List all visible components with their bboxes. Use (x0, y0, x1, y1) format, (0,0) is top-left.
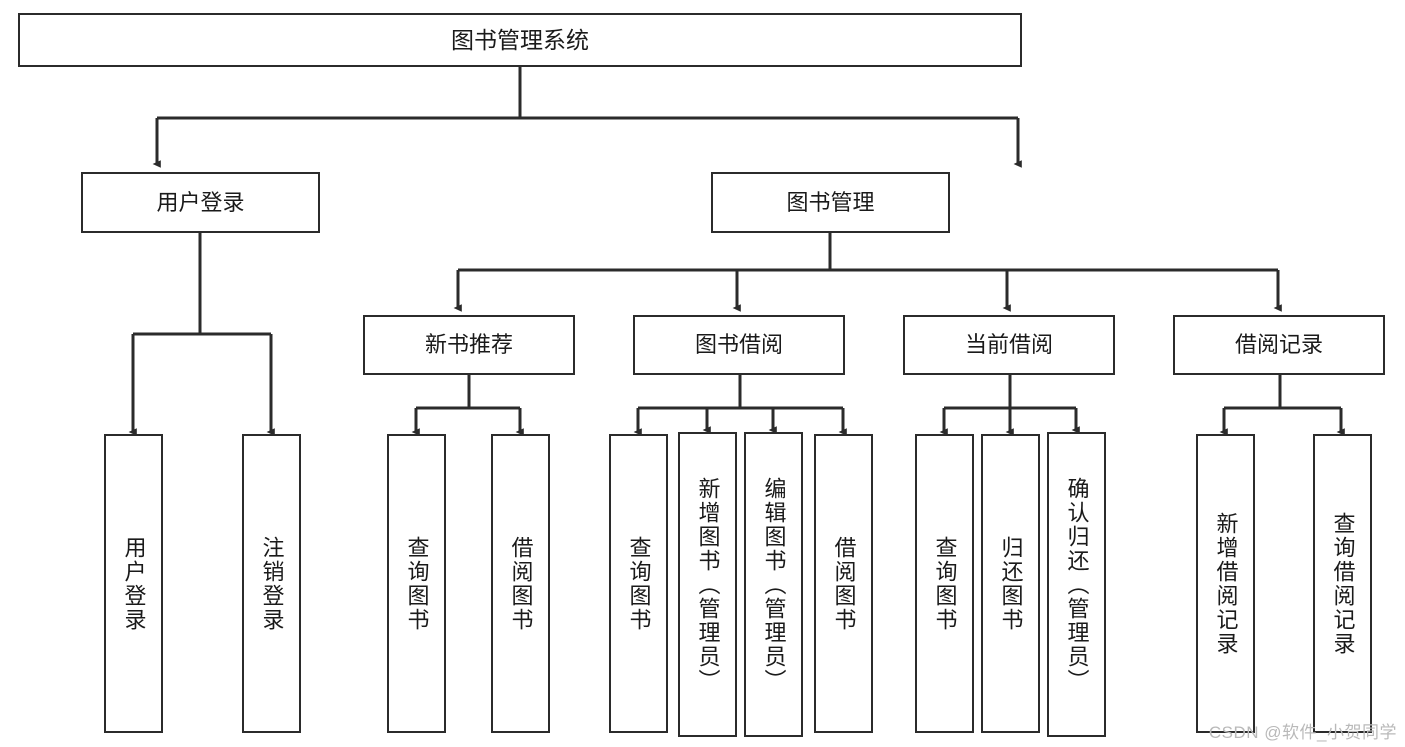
node-label: 新增借阅记录 (1213, 511, 1239, 656)
node-leaf-confirm-return[interactable]: 确认归还（管理员） (1047, 432, 1106, 737)
node-new-book-recommend[interactable]: 新书推荐 (363, 315, 575, 375)
node-label: 用户登录 (156, 189, 245, 215)
node-leaf-user-login[interactable]: 用户登录 (104, 434, 163, 733)
node-root-book-management-system[interactable]: 图书管理系统 (18, 13, 1022, 67)
node-label: 新增图书（管理员） (695, 476, 721, 693)
node-leaf-query-book-2[interactable]: 查询图书 (609, 434, 668, 733)
node-label: 归还图书 (998, 535, 1024, 632)
node-leaf-return-book[interactable]: 归还图书 (981, 434, 1040, 733)
node-label: 查询借阅记录 (1330, 511, 1356, 656)
node-label: 编辑图书（管理员） (761, 476, 787, 693)
node-book-borrow[interactable]: 图书借阅 (633, 315, 845, 375)
node-label: 查询图书 (932, 535, 958, 632)
node-label: 查询图书 (404, 535, 430, 632)
node-leaf-logout-login[interactable]: 注销登录 (242, 434, 301, 733)
node-user-login[interactable]: 用户登录 (81, 172, 320, 233)
node-label: 图书管理系统 (451, 26, 589, 53)
node-label: 查询图书 (626, 535, 652, 632)
node-leaf-query-book-3[interactable]: 查询图书 (915, 434, 974, 733)
node-label: 图书借阅 (694, 332, 783, 358)
node-label: 确认归还（管理员） (1064, 476, 1090, 693)
node-leaf-add-record[interactable]: 新增借阅记录 (1196, 434, 1255, 733)
node-book-management[interactable]: 图书管理 (711, 172, 950, 233)
node-leaf-add-book[interactable]: 新增图书（管理员） (678, 432, 737, 737)
node-label: 注销登录 (259, 535, 285, 632)
node-label: 借阅图书 (508, 535, 534, 632)
node-label: 新书推荐 (424, 332, 513, 358)
node-leaf-borrow-book-1[interactable]: 借阅图书 (491, 434, 550, 733)
node-leaf-query-book-1[interactable]: 查询图书 (387, 434, 446, 733)
node-current-borrow[interactable]: 当前借阅 (903, 315, 1115, 375)
node-label: 图书管理 (786, 189, 875, 215)
node-leaf-borrow-book-2[interactable]: 借阅图书 (814, 434, 873, 733)
node-label: 借阅记录 (1234, 332, 1323, 358)
node-label: 借阅图书 (831, 535, 857, 632)
node-leaf-edit-book[interactable]: 编辑图书（管理员） (744, 432, 803, 737)
node-borrow-record[interactable]: 借阅记录 (1173, 315, 1385, 375)
node-label: 当前借阅 (964, 332, 1053, 358)
node-label: 用户登录 (121, 535, 147, 632)
node-leaf-query-record[interactable]: 查询借阅记录 (1313, 434, 1372, 733)
